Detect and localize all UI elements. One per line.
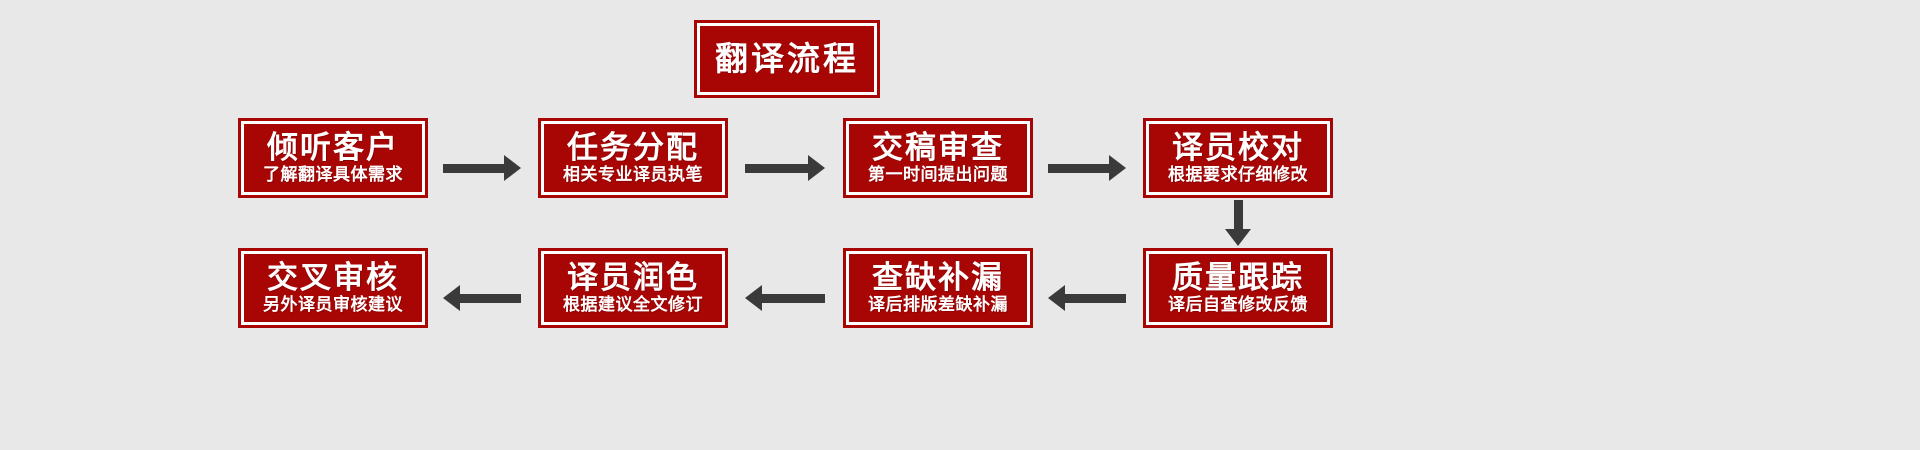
arrow-left-icon-step7-step8 <box>443 285 521 311</box>
process-node-step-5[interactable]: 质量跟踪 译后自查修改反馈 <box>1143 248 1333 328</box>
process-node-step-7[interactable]: 译员润色 根据建议全文修订 <box>538 248 728 328</box>
process-node-step-8-inner: 交叉审核 另外译员审核建议 <box>241 251 425 325</box>
arrow-right-icon-step2-step3 <box>745 155 825 181</box>
process-node-step-3[interactable]: 交稿审查 第一时间提出问题 <box>843 118 1033 198</box>
process-node-step-4[interactable]: 译员校对 根据要求仔细修改 <box>1143 118 1333 198</box>
arrow-shaft <box>1233 200 1243 229</box>
process-node-step-1-inner: 倾听客户 了解翻译具体需求 <box>241 121 425 195</box>
arrow-head <box>745 285 762 311</box>
arrow-left-icon-step6-step7 <box>745 285 825 311</box>
process-node-step-7-subtitle: 根据建议全文修订 <box>563 295 703 315</box>
process-node-step-2-title: 任务分配 <box>567 129 699 165</box>
process-node-step-3-title: 交稿审查 <box>872 129 1004 165</box>
arrow-head <box>1048 285 1065 311</box>
process-node-step-5-inner: 质量跟踪 译后自查修改反馈 <box>1146 251 1330 325</box>
arrow-head <box>1109 155 1126 181</box>
process-node-step-4-inner: 译员校对 根据要求仔细修改 <box>1146 121 1330 195</box>
process-node-step-5-title: 质量跟踪 <box>1172 259 1304 295</box>
arrow-shaft <box>443 163 504 173</box>
arrow-shaft <box>745 163 808 173</box>
process-node-step-5-subtitle: 译后自查修改反馈 <box>1168 295 1308 315</box>
process-node-step-1[interactable]: 倾听客户 了解翻译具体需求 <box>238 118 428 198</box>
arrow-head <box>504 155 521 181</box>
process-node-step-2-subtitle: 相关专业译员执笔 <box>563 165 703 185</box>
process-node-step-8-title: 交叉审核 <box>267 259 399 295</box>
arrow-head <box>1225 229 1251 246</box>
process-node-step-7-title: 译员润色 <box>567 259 699 295</box>
arrow-shaft <box>460 293 521 303</box>
process-node-step-6-title: 查缺补漏 <box>872 259 1004 295</box>
arrow-shaft <box>1065 293 1126 303</box>
arrow-shaft <box>1048 163 1109 173</box>
arrow-shaft <box>762 293 825 303</box>
process-node-step-2[interactable]: 任务分配 相关专业译员执笔 <box>538 118 728 198</box>
process-node-step-1-title: 倾听客户 <box>267 129 399 165</box>
flowchart-title-inner: 翻译流程 <box>697 23 877 95</box>
arrow-down-icon-step4-step5 <box>1225 200 1251 246</box>
flowchart-title-text: 翻译流程 <box>715 39 859 77</box>
arrow-left-icon-step5-step6 <box>1048 285 1126 311</box>
process-node-step-4-subtitle: 根据要求仔细修改 <box>1168 165 1308 185</box>
arrow-right-icon-step3-step4 <box>1048 155 1126 181</box>
arrow-right-icon-step1-step2 <box>443 155 521 181</box>
process-node-step-8-subtitle: 另外译员审核建议 <box>263 295 403 315</box>
process-node-step-2-inner: 任务分配 相关专业译员执笔 <box>541 121 725 195</box>
process-node-step-7-inner: 译员润色 根据建议全文修订 <box>541 251 725 325</box>
process-node-step-6[interactable]: 查缺补漏 译后排版差缺补漏 <box>843 248 1033 328</box>
process-node-step-3-inner: 交稿审查 第一时间提出问题 <box>846 121 1030 195</box>
process-node-step-1-subtitle: 了解翻译具体需求 <box>263 165 403 185</box>
process-node-step-4-title: 译员校对 <box>1172 129 1304 165</box>
process-node-step-6-inner: 查缺补漏 译后排版差缺补漏 <box>846 251 1030 325</box>
flowchart-title-box: 翻译流程 <box>694 20 880 98</box>
process-node-step-3-subtitle: 第一时间提出问题 <box>868 165 1008 185</box>
process-node-step-8[interactable]: 交叉审核 另外译员审核建议 <box>238 248 428 328</box>
process-node-step-6-subtitle: 译后排版差缺补漏 <box>868 295 1008 315</box>
arrow-head <box>443 285 460 311</box>
arrow-head <box>808 155 825 181</box>
